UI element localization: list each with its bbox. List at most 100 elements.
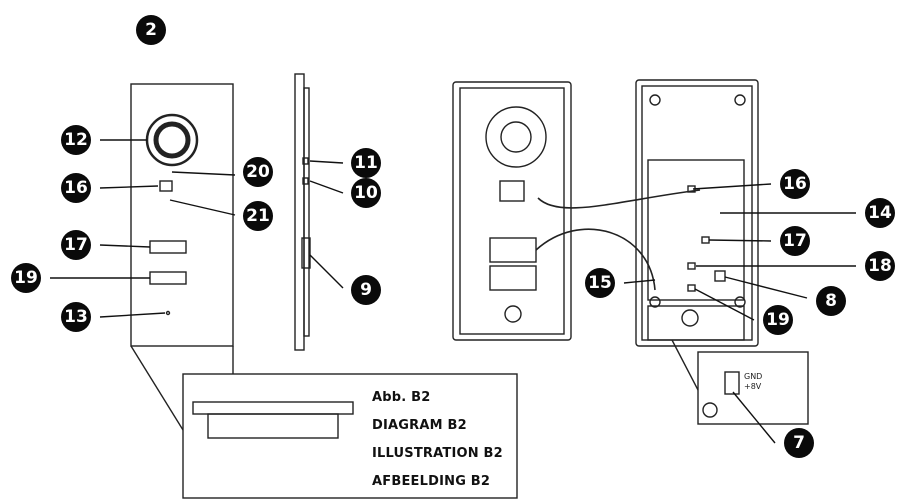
side-item-11 [302, 157, 309, 165]
inset-top-plate [192, 401, 354, 415]
caption-line-2: DIAGRAM B2 [372, 418, 467, 433]
callout-marker-17 [61, 230, 91, 260]
callout-number-19: 19 [14, 268, 38, 288]
side-item-10 [302, 177, 309, 185]
back-cable-hole [681, 309, 699, 327]
callout-marker-18 [865, 251, 895, 281]
microphone-hole [165, 310, 171, 316]
back-item-19[interactable] [687, 284, 696, 292]
callout-number-15: 15 [588, 273, 612, 293]
callout-leader-7 [732, 391, 776, 444]
inside-relay-2 [489, 265, 537, 291]
back-item-8[interactable] [714, 270, 726, 282]
camera-ring [153, 121, 191, 159]
inset-pointer-left [130, 345, 184, 431]
detail-pointer [671, 339, 699, 391]
callout-leader-16 [99, 185, 159, 189]
inset-body [207, 413, 339, 439]
caption-line-4: AFBEELDING B2 [372, 474, 491, 489]
callout-marker-9 [351, 275, 381, 305]
callout-number-11: 11 [354, 153, 378, 173]
callout-leader-13 [99, 312, 166, 318]
terminal-labels: GND +8V [744, 372, 762, 392]
callout-leader-17 [99, 244, 151, 248]
callout-number-17: 17 [64, 235, 88, 255]
caption-line-1: Abb. B2 [372, 390, 431, 405]
callout-marker-16 [61, 173, 91, 203]
callout-number-2: 2 [145, 20, 157, 40]
callout-leader-10 [309, 180, 344, 194]
back-pcb [647, 159, 745, 301]
callout-marker-12 [61, 125, 91, 155]
side-panel [294, 73, 305, 351]
inside-relay-1 [489, 237, 537, 263]
side-back [303, 87, 310, 337]
callout-leader-8 [724, 276, 808, 299]
front-indicator [159, 180, 173, 192]
callout-number-21: 21 [246, 206, 270, 226]
callout-number-19: 19 [766, 310, 790, 330]
callout-leader-11 [309, 160, 344, 164]
side-item-9[interactable] [301, 237, 311, 269]
screw-bottom-left [649, 296, 661, 308]
callout-number-17: 17 [783, 231, 807, 251]
callout-number-13: 13 [64, 307, 88, 327]
inside-mic [504, 305, 522, 323]
wire-lower [535, 228, 656, 291]
callout-marker-8 [816, 286, 846, 316]
callout-marker-15 [585, 268, 615, 298]
callout-marker-10 [351, 178, 381, 208]
speaker-inner [500, 121, 532, 153]
callout-marker-7 [784, 428, 814, 458]
callout-number-16: 16 [783, 174, 807, 194]
wire-upper [537, 189, 701, 209]
back-terminal-area [647, 305, 745, 341]
callout-number-16: 16 [64, 178, 88, 198]
inside-housing [452, 81, 572, 341]
screw-top-right [734, 94, 746, 106]
terminal-screw [702, 402, 718, 418]
screw-top-left [649, 94, 661, 106]
callout-leader-20 [171, 171, 236, 176]
callout-number-9: 9 [360, 280, 372, 300]
callout-number-20: 20 [246, 162, 270, 182]
terminal-detail [697, 351, 809, 425]
callout-leader-19 [694, 288, 755, 321]
front-panel [130, 83, 234, 347]
back-item-18[interactable] [687, 262, 696, 270]
callout-number-12: 12 [64, 130, 88, 150]
inside-inner [459, 87, 565, 335]
front-button-lower[interactable] [149, 271, 187, 285]
callout-leader-15 [623, 279, 656, 284]
terminal-label-8v: +8V [744, 382, 762, 391]
callout-leader-16 [692, 183, 772, 190]
mounting-inset [182, 373, 518, 499]
terminal-block[interactable] [724, 371, 740, 395]
callout-marker-19 [763, 305, 793, 335]
callout-number-8: 8 [825, 291, 837, 311]
callout-number-10: 10 [354, 183, 378, 203]
callout-marker-14 [865, 198, 895, 228]
callout-marker-16 [780, 169, 810, 199]
screw-bottom-right [734, 296, 746, 308]
callout-leader-21 [169, 199, 236, 216]
callout-marker-19 [11, 263, 41, 293]
callout-leader-17 [708, 239, 772, 242]
callout-marker-21 [243, 201, 273, 231]
callout-number-14: 14 [868, 203, 892, 223]
callout-leader-9 [309, 254, 344, 289]
back-item-17[interactable] [701, 236, 710, 244]
callout-marker-11 [351, 148, 381, 178]
callout-number-18: 18 [868, 256, 892, 276]
speaker-outer [485, 106, 547, 168]
callout-marker-2 [136, 15, 166, 45]
inside-connector [499, 180, 525, 202]
callout-number-7: 7 [793, 433, 805, 453]
callout-layer: 2 12 20 16 21 17 19 13 11 10 9 16 14 17 15 18 8 19 7 [11, 15, 895, 458]
caption-line-3: ILLUSTRATION B2 [372, 446, 503, 461]
front-button-upper[interactable] [149, 240, 187, 254]
callout-marker-17 [780, 226, 810, 256]
terminal-label-gnd: GND [744, 372, 763, 381]
callout-marker-20 [243, 157, 273, 187]
